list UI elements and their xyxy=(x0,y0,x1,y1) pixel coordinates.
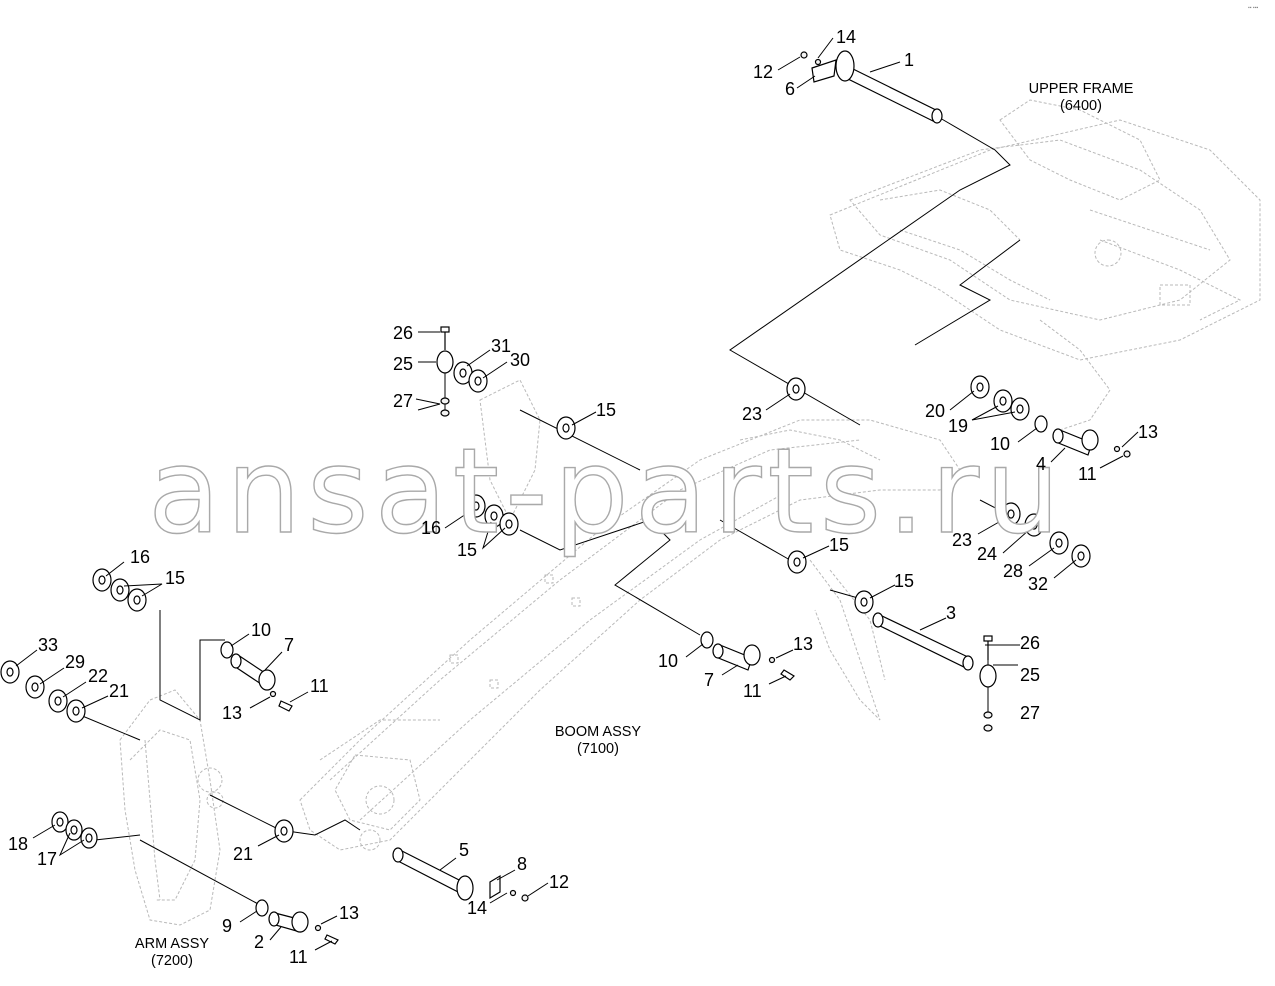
callout-10: 10 xyxy=(990,434,1010,454)
callout-16: 16 xyxy=(421,518,441,538)
callout-13: 13 xyxy=(339,903,359,923)
callout-11: 11 xyxy=(289,947,308,967)
callout-14: 14 xyxy=(467,898,487,918)
callout-27: 27 xyxy=(1020,703,1040,723)
callout-26: 26 xyxy=(1020,633,1040,653)
callout-12: 12 xyxy=(549,872,569,892)
arm-assy-code: (7200) xyxy=(151,953,193,969)
callout-24: 24 xyxy=(977,544,997,564)
callout-26: 26 xyxy=(393,323,413,343)
callout-15: 15 xyxy=(457,540,477,560)
callout-6: 6 xyxy=(785,79,795,99)
callout-18: 18 xyxy=(8,834,28,854)
callout-23: 23 xyxy=(742,404,762,424)
upper-frame-label: UPPER FRAME xyxy=(1029,81,1134,97)
callout-32: 32 xyxy=(1028,574,1048,594)
callout-11: 11 xyxy=(743,681,762,701)
callout-15: 15 xyxy=(894,571,914,591)
callout-33: 33 xyxy=(38,635,58,655)
corner-mark: ▪︎▪︎ ▪︎▪︎▪︎ xyxy=(1248,5,1258,11)
callout-15: 15 xyxy=(596,400,616,420)
callout-23: 23 xyxy=(952,530,972,550)
callout-7: 7 xyxy=(284,635,294,655)
callout-17: 17 xyxy=(37,849,57,869)
callout-21: 21 xyxy=(109,681,129,701)
boom-outline xyxy=(299,379,961,851)
callout-27: 27 xyxy=(393,391,413,411)
callout-31: 31 xyxy=(491,336,511,356)
callout-8: 8 xyxy=(517,854,527,874)
callout-13: 13 xyxy=(222,703,242,723)
pin-1 xyxy=(811,50,943,124)
callout-7: 7 xyxy=(704,670,714,690)
callout-20: 20 xyxy=(925,401,945,421)
callout-12: 12 xyxy=(753,62,773,82)
pin-3 xyxy=(872,612,974,671)
callout-22: 22 xyxy=(88,666,108,686)
arm-outline xyxy=(119,689,224,926)
pin-5 xyxy=(392,847,474,901)
callout-2: 2 xyxy=(254,932,264,952)
callout-25: 25 xyxy=(1020,665,1040,685)
pin-7-upper xyxy=(712,643,761,671)
pin-4 xyxy=(1052,428,1099,456)
callout-14: 14 xyxy=(836,27,856,47)
upper-frame-outline xyxy=(829,99,1261,431)
callout-16: 16 xyxy=(130,547,150,567)
callout-3: 3 xyxy=(946,603,956,623)
callout-9: 9 xyxy=(222,916,232,936)
callout-10: 10 xyxy=(658,651,678,671)
callout-11: 11 xyxy=(1078,464,1097,484)
callout-5: 5 xyxy=(459,840,469,860)
upper-frame-code: (6400) xyxy=(1060,98,1102,114)
callout-pointers xyxy=(15,37,1139,951)
callout-4: 4 xyxy=(1036,454,1046,474)
washers xyxy=(0,361,1091,917)
callout-30: 30 xyxy=(510,350,530,370)
callout-numbers: 1 14 12 6 26 25 27 31 30 15 23 20 19 10 … xyxy=(8,27,1158,967)
callout-15: 15 xyxy=(829,535,849,555)
parts xyxy=(0,37,1139,951)
arm-assy-label: ARM ASSY xyxy=(135,936,209,952)
boom-assy-code: (7100) xyxy=(577,741,619,757)
callout-19: 19 xyxy=(948,416,968,436)
callout-29: 29 xyxy=(65,652,85,672)
callout-13: 13 xyxy=(793,634,813,654)
callout-21: 21 xyxy=(233,844,253,864)
pin-2 xyxy=(268,911,309,933)
leader-lines xyxy=(79,117,1021,906)
callout-13: 13 xyxy=(1138,422,1158,442)
callout-11: 11 xyxy=(310,676,329,696)
callout-10: 10 xyxy=(251,620,271,640)
callout-25: 25 xyxy=(393,354,413,374)
callout-15: 15 xyxy=(165,568,185,588)
boom-assy-label: BOOM ASSY xyxy=(555,724,642,740)
callout-1: 1 xyxy=(904,50,914,70)
watermark: ansat-parts.ru xyxy=(148,422,1066,560)
pin-7-lower xyxy=(230,653,276,691)
callout-28: 28 xyxy=(1003,561,1023,581)
